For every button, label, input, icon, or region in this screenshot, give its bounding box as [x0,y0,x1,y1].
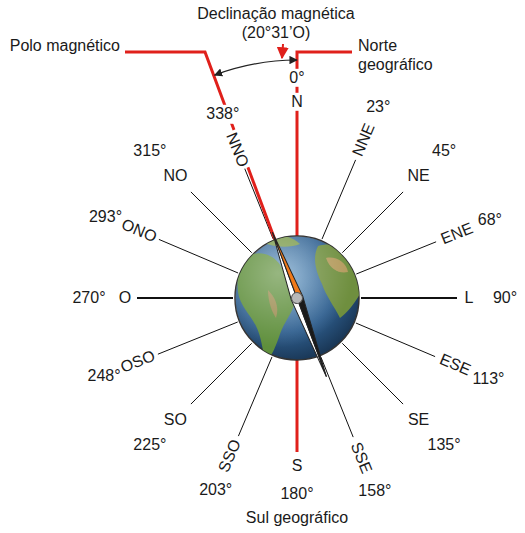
compass-spoke [321,357,353,437]
direction-label: ONO [116,214,160,247]
direction-label: S [290,457,305,475]
degree-label: 248° [86,367,123,385]
compass-spoke [356,242,436,274]
degree-label: 180° [278,485,315,503]
compass-spoke [158,322,238,354]
degree-label: 113° [471,370,507,388]
south-line [296,360,299,452]
degree-label: 225° [131,436,168,454]
degree-label: 293° [87,207,124,225]
declination-label: Declinação magnética (20°31’O) [190,4,362,42]
direction-label: SSO [214,435,246,477]
globe [235,234,362,362]
compass-spoke [137,297,233,299]
direction-label: L [463,289,476,307]
degree-label: 315° [131,142,168,160]
compass-spoke [342,343,403,404]
pole-label: Sul geográfico [244,509,350,527]
compass-needle [267,230,332,378]
pole-label: Polo magnético [8,36,120,55]
compass-spoke [241,159,273,239]
degree-label: 68° [476,211,504,229]
degree-label: 203° [197,480,234,498]
pole-label: Norte geográfico [358,36,468,74]
declination-arc [215,60,297,75]
direction-label: NO [161,167,189,185]
direction-label: NE [405,167,431,185]
compass-spoke [356,323,435,357]
direction-label: ESE [435,350,475,381]
direction-label: NNO [221,128,253,172]
compass-spoke [342,192,403,253]
compass-spoke [159,239,238,273]
magnetic-line [125,52,275,240]
direction-label: SE [406,410,431,428]
direction-label: SO [162,410,189,428]
compass-spoke [191,192,252,253]
direction-label: N [289,93,305,111]
declination-pointer [282,44,283,58]
degree-label: 135° [426,436,463,454]
direction-label: OSO [116,346,160,378]
degree-label: 45° [430,142,458,160]
degree-label: 270° [70,289,107,307]
compass-spoke [361,297,457,299]
direction-label: ENE [436,218,477,249]
degree-label: 90° [491,289,519,307]
degree-label: 338° [204,105,241,123]
compass-spoke [322,160,356,239]
direction-label: SSE [346,437,377,477]
degree-label: 23° [364,97,392,115]
direction-label: O [117,289,133,307]
degree-label: 0° [287,69,306,87]
compass-spoke [191,343,252,404]
compass-spoke [238,357,272,436]
direction-label: NNE [348,119,380,161]
degree-label: 158° [356,482,393,500]
